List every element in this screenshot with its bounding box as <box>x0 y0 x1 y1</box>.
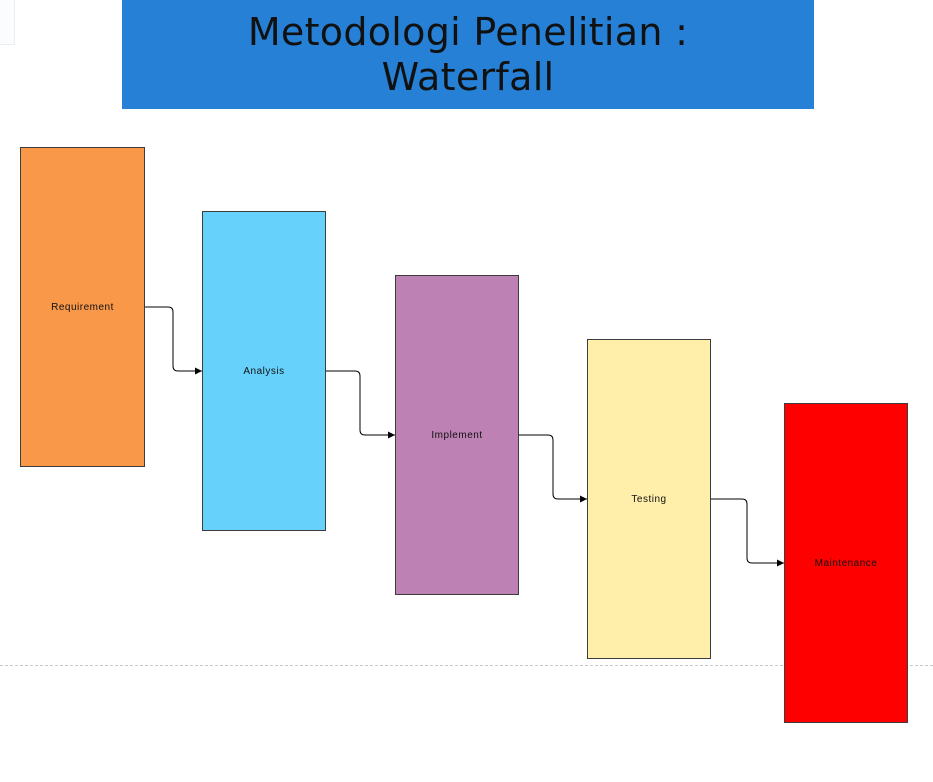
page-break-line <box>0 665 933 666</box>
connector-requirement-analysis <box>145 306 202 375</box>
title-banner: Metodologi Penelitian : Waterfall <box>122 0 814 109</box>
stage-label-testing: Testing <box>631 493 667 505</box>
stage-label-requirement: Requirement <box>51 301 114 313</box>
title-line-1: Metodologi Penelitian : <box>247 9 689 54</box>
stage-label-maintenance: Maintenance <box>814 557 878 569</box>
title-line-2: Waterfall <box>381 54 555 99</box>
stage-implement[interactable]: Implement <box>395 275 519 595</box>
stage-requirement[interactable]: Requirement <box>20 147 145 467</box>
stage-label-implement: Implement <box>431 429 483 441</box>
stage-testing[interactable]: Testing <box>587 339 711 659</box>
connector-testing-maintenance <box>711 498 784 567</box>
stage-label-analysis: Analysis <box>243 365 285 377</box>
stage-maintenance[interactable]: Maintenance <box>784 403 908 723</box>
connector-implement-testing <box>519 434 587 503</box>
connector-analysis-implement <box>326 370 395 439</box>
stage-analysis[interactable]: Analysis <box>202 211 326 531</box>
canvas-corner-fragment <box>0 0 15 45</box>
